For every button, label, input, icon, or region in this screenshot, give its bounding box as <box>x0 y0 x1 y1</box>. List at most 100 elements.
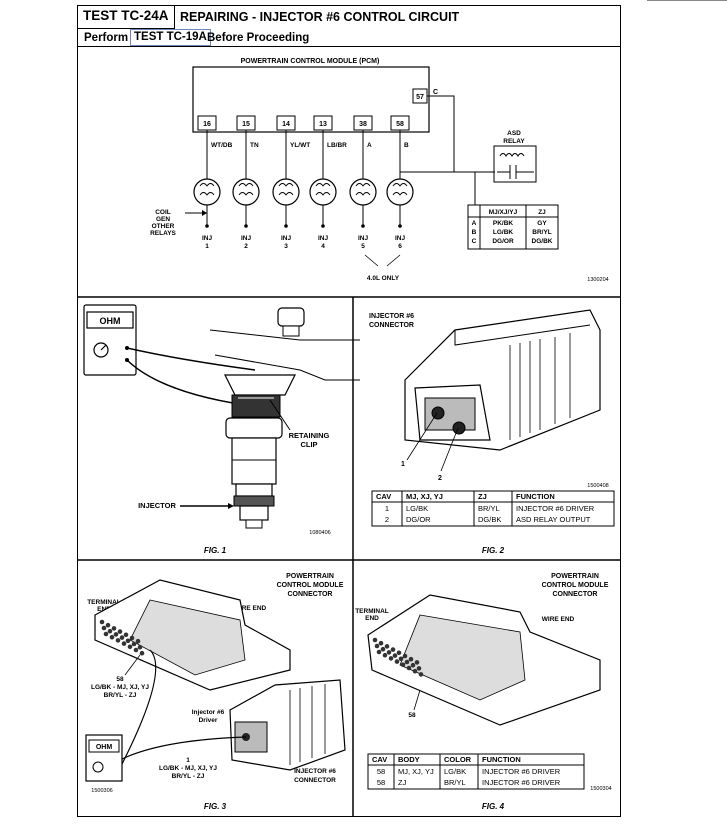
page-edge-line <box>647 0 727 1</box>
procedure-frame <box>77 5 621 817</box>
pcm-pin-label: 16 <box>203 121 211 128</box>
fig4-wire-end: WIRE END <box>542 616 575 623</box>
ohmmeter-label: OHM <box>100 316 121 326</box>
fig3-terminal-end-1: TERMINAL <box>87 599 121 606</box>
table-cell: 2 <box>385 515 389 524</box>
dl-only-label: 4.0L ONLY <box>367 275 400 282</box>
table-cell: DG/BK <box>478 515 501 524</box>
pcm-pin-label: 15 <box>242 121 250 128</box>
table-header-cell: FUNCTION <box>516 492 555 501</box>
injector-name: INJ <box>395 235 406 242</box>
fig3-pin1-line2: BR/YL - ZJ <box>172 773 205 780</box>
wire-color-label: LB/BR <box>327 142 347 149</box>
wire-table-cell: PK/BK <box>493 220 514 227</box>
schematic-code: 1300204 <box>587 277 608 283</box>
injector-number: 2 <box>244 243 248 250</box>
injector-name: INJ <box>358 235 369 242</box>
callout-1: 1 <box>401 461 405 468</box>
table-header-cell: COLOR <box>444 755 472 764</box>
fig4-pin58: 58 <box>408 712 416 719</box>
fig4-caption: FIG. 4 <box>482 802 505 811</box>
injector-name: INJ <box>241 235 252 242</box>
fig3-pin1-num: 1 <box>186 757 190 764</box>
ohmmeter-display <box>86 311 134 329</box>
fig3-ohmmeter-dial-icon <box>92 761 104 773</box>
table-cell: INJECTOR #6 DRIVER <box>516 504 595 513</box>
fig3-title-3: CONNECTOR <box>288 591 333 598</box>
relay-coil-icon <box>499 153 525 157</box>
pcm-pin-57-label: 57 <box>416 94 424 101</box>
pcm-pin-label: 14 <box>282 121 290 128</box>
injector-coil-icon <box>309 178 337 206</box>
table-cell: 58 <box>377 767 385 776</box>
injector-body <box>225 417 283 439</box>
table-cell: 58 <box>377 778 385 787</box>
table-cell: LG/BK <box>406 504 428 513</box>
table-cell: ASD RELAY OUTPUT <box>516 515 591 524</box>
injector-number: 4 <box>321 243 325 250</box>
test-id: TEST TC-24A <box>77 5 175 29</box>
pcm-box <box>192 66 430 133</box>
pcm-pin-label: 13 <box>319 121 327 128</box>
perform-suffix: Before Proceeding <box>207 32 310 44</box>
coil-label-1: COIL <box>155 209 171 216</box>
coil-label-4: RELAYS <box>150 230 176 237</box>
fig3-driver-2: Driver <box>199 717 218 724</box>
coil-label-2: GEN <box>156 216 170 223</box>
injector-coil-icon <box>193 178 221 206</box>
wire-color-label: B <box>404 142 409 149</box>
prerequisite-test-link[interactable]: TEST TC-19A <box>130 29 211 46</box>
fig2-code: 1500408 <box>587 483 608 489</box>
fig4-code: 1500304 <box>590 786 611 792</box>
table-cell: MJ, XJ, YJ <box>398 767 434 776</box>
fig3-ohm-label: OHM <box>96 744 113 751</box>
table-cell: BR/YL <box>478 504 500 513</box>
pcm-pin-label: 38 <box>359 121 367 128</box>
table-cell: INJECTOR #6 DRIVER <box>482 767 561 776</box>
wire-color-label: YL/WT <box>290 142 310 149</box>
wire-table-cell: A <box>472 220 477 227</box>
injector-number: 6 <box>398 243 402 250</box>
fig1-injector-test: OHM RETAINING CLIP INJECTOR 1080406 FIG.… <box>83 304 360 555</box>
fig4-title-2: CONTROL MODULE <box>542 582 609 589</box>
fig3-pcm-test: POWERTRAIN CONTROL MODULE CONNECTOR TERM… <box>85 573 346 811</box>
wire-table-cell: LG/BK <box>493 229 514 236</box>
fig1-caption: FIG. 1 <box>204 546 227 555</box>
fig2-caption: FIG. 2 <box>482 546 505 555</box>
wire-color-label: A <box>367 142 372 149</box>
injector-coil-icon <box>232 178 260 206</box>
injector-name: INJ <box>202 235 213 242</box>
wire-color-label: WT/DB <box>211 142 233 149</box>
fig3-inj-conn-1: INJECTOR #6 <box>294 768 336 775</box>
table-header-cell: CAV <box>372 755 387 764</box>
asd-relay-label-1: ASD <box>507 130 521 137</box>
wire-table-header: MJ/XJ/YJ <box>489 209 518 216</box>
fig3-pin58-num: 58 <box>116 676 124 683</box>
fig3-pin58-line1: LG/BK - MJ, XJ, YJ <box>91 684 149 691</box>
injector-name: INJ <box>281 235 292 242</box>
fig2-title-2: CONNECTOR <box>369 322 414 329</box>
pcm-label: POWERTRAIN CONTROL MODULE (PCM) <box>241 58 380 65</box>
fig3-title-2: CONTROL MODULE <box>277 582 344 589</box>
injector-coil-icon <box>349 178 377 206</box>
wire-color-label: TN <box>250 142 259 149</box>
retaining-clip-label-2: CLIP <box>300 440 317 449</box>
table-cell: LG/BK <box>444 767 466 776</box>
fig1-code: 1080406 <box>309 530 330 536</box>
fig4-title-3: CONNECTOR <box>553 591 598 598</box>
wire-table-cell: DG/BK <box>532 238 553 245</box>
fig3-pin1-line1: LG/BK - MJ, XJ, YJ <box>159 765 217 772</box>
fig2-title-1: INJECTOR #6 <box>369 313 414 320</box>
injector-coil-icon <box>272 178 300 206</box>
injector-coil-icon <box>386 178 414 206</box>
table-cell: ZJ <box>398 778 407 787</box>
fig4-terminal-end-1: TERMINAL <box>355 608 389 615</box>
injector-number: 1 <box>205 243 209 250</box>
ohmmeter-dial-icon <box>93 342 109 358</box>
ohmmeter-body <box>83 304 137 376</box>
pin57-cavity-letter: C <box>433 89 438 96</box>
